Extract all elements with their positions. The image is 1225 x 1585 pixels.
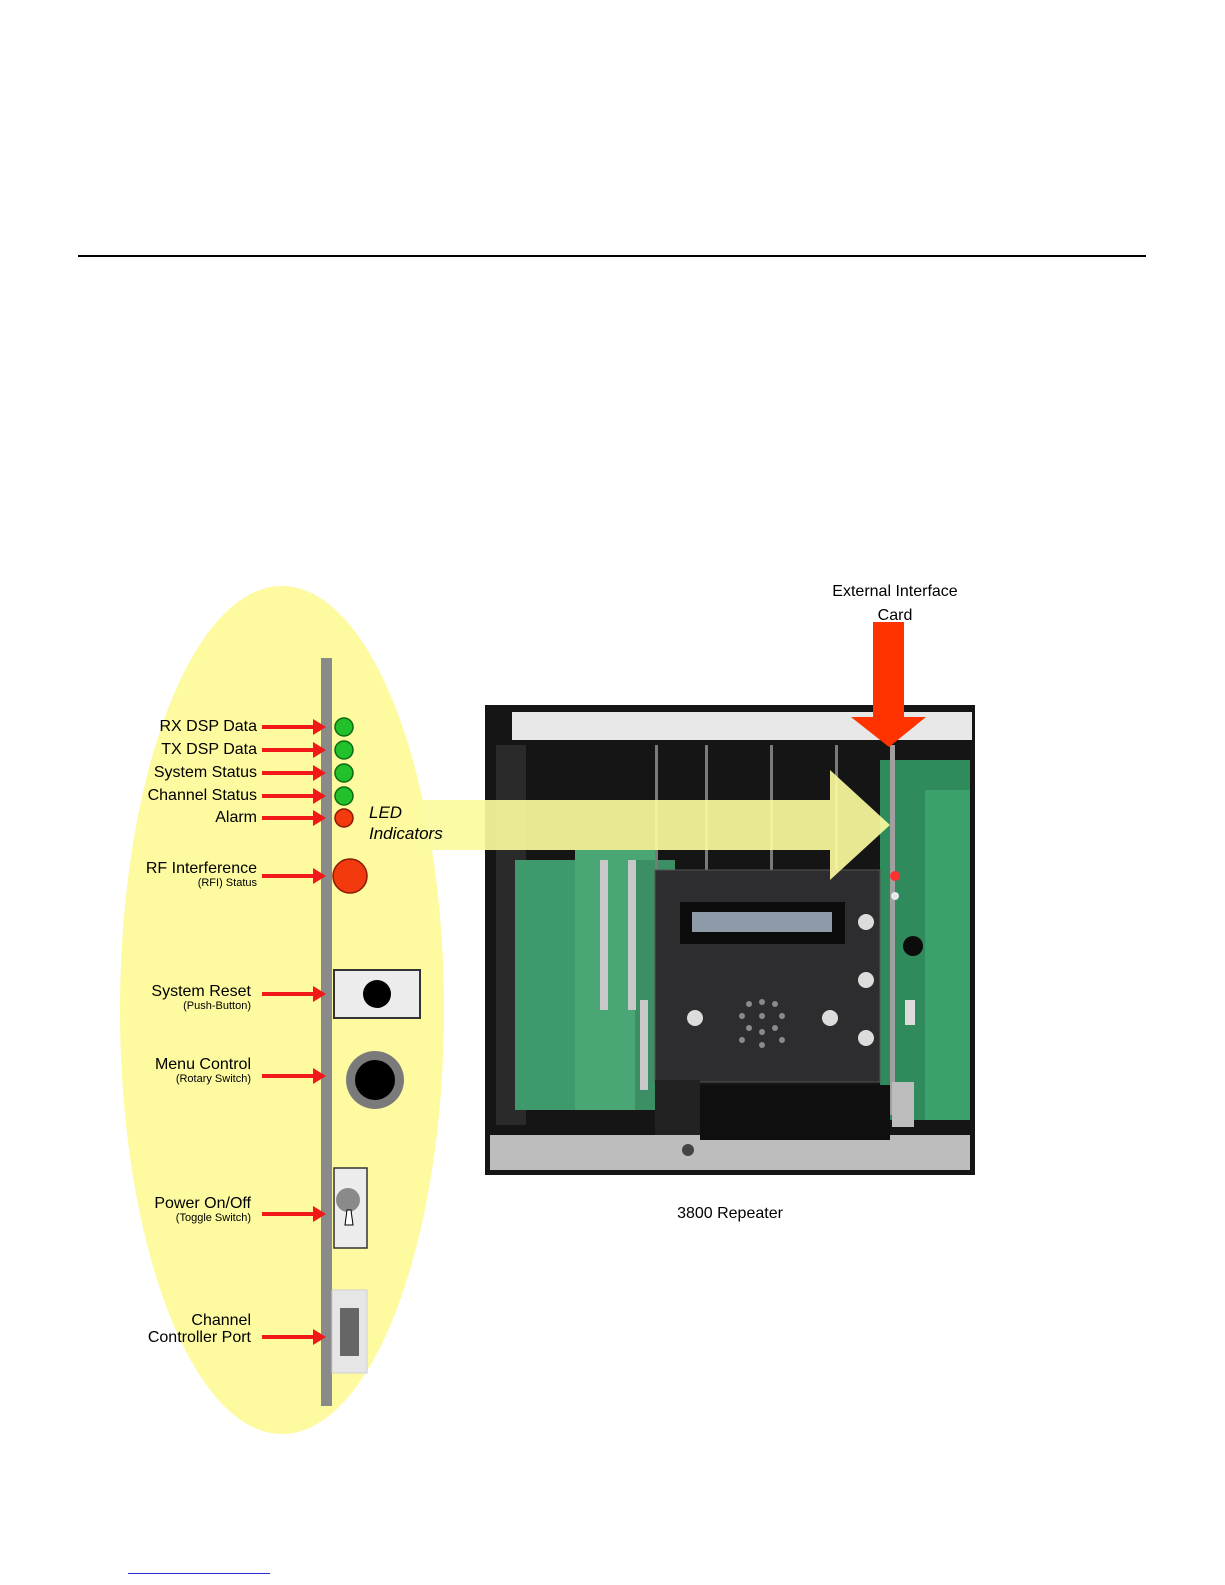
label-system-reset: System Reset (Push-Button) (151, 983, 251, 1013)
pointer-channel-status (262, 794, 314, 798)
led-rfi-status (333, 859, 367, 893)
reset-button-icon (363, 980, 391, 1008)
label-alarm: Alarm (215, 809, 257, 826)
label-system-status: System Status (154, 764, 257, 781)
pointer-rx-dsp (262, 725, 314, 729)
led-channel-status (335, 787, 353, 805)
label-tx-dsp: TX DSP Data (161, 741, 257, 758)
pointer-menu (262, 1074, 314, 1078)
label-power: Power On/Off (Toggle Switch) (154, 1195, 251, 1225)
label-channel-status: Channel Status (148, 787, 257, 804)
led-indicators-label: LED Indicators (369, 802, 443, 844)
label-menu-control: Menu Control (Rotary Switch) (155, 1056, 251, 1086)
pointer-alarm (262, 816, 314, 820)
photo-caption: 3800 Repeater (620, 1205, 840, 1223)
pointer-power (262, 1212, 314, 1216)
label-controller-port: Channel Controller Port (148, 1312, 251, 1346)
label-rx-dsp: RX DSP Data (159, 718, 257, 735)
toggle-switch-icon (336, 1188, 360, 1212)
card-callout-label: External Interface Card (800, 580, 990, 628)
pointer-port (262, 1335, 314, 1339)
led-rx-dsp (335, 718, 353, 736)
controller-port-icon (340, 1308, 359, 1356)
repeater-photo (485, 705, 975, 1175)
pointer-tx-dsp (262, 748, 314, 752)
led-system-status (335, 764, 353, 782)
label-rfi-status: RF Interference (RFI) Status (146, 860, 257, 890)
pointer-reset (262, 992, 314, 996)
pointer-system-status (262, 771, 314, 775)
footer-link-underline (128, 1573, 270, 1574)
led-alarm (335, 809, 353, 827)
pointer-rfi (262, 874, 314, 878)
led-tx-dsp (335, 741, 353, 759)
